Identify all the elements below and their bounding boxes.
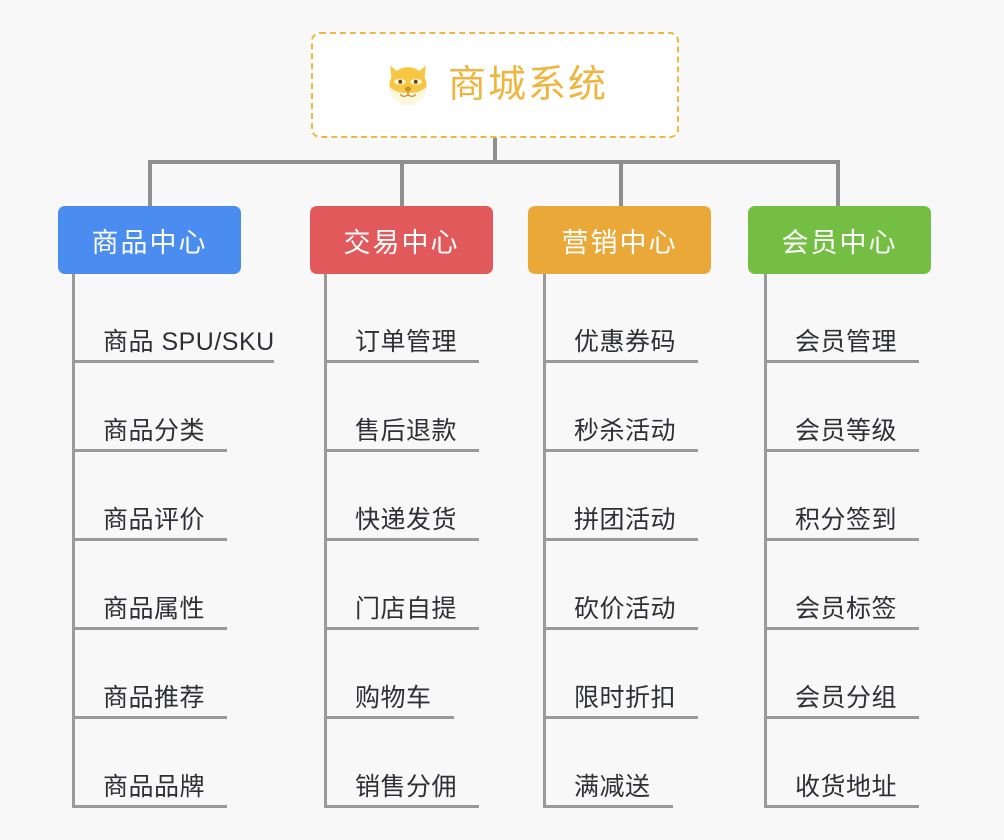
root-node-商城系统[interactable]: 商城系统 (311, 32, 679, 138)
leaf-label: 快递发货 (355, 505, 458, 534)
branch-drop-line-4 (836, 160, 840, 208)
category-box-会员中心[interactable]: 会员中心 (748, 206, 931, 274)
leaf-label: 商品推荐 (103, 683, 206, 712)
leaf-item[interactable]: 购物车 (324, 630, 454, 719)
category-label: 交易中心 (343, 227, 460, 258)
category-label: 商品中心 (91, 227, 208, 258)
leaf-label: 销售分佣 (355, 772, 458, 801)
leaf-item[interactable]: 积分签到 (764, 452, 919, 541)
leaf-label: 优惠券码 (574, 327, 677, 356)
branch-drop-line-1 (148, 160, 152, 208)
column-rail-line (72, 274, 75, 808)
leaf-item[interactable]: 会员标签 (764, 541, 919, 630)
leaf-label: 订单管理 (355, 327, 458, 356)
leaf-label: 购物车 (355, 683, 432, 712)
leaf-item[interactable]: 快递发货 (324, 452, 479, 541)
shiba-dog-icon (382, 59, 434, 111)
leaf-item[interactable]: 秒杀活动 (543, 363, 698, 452)
leaf-item[interactable]: 商品属性 (72, 541, 227, 630)
category-label: 营销中心 (561, 227, 678, 258)
leaf-label: 商品评价 (103, 505, 206, 534)
leaf-label: 商品分类 (103, 416, 206, 445)
branch-drop-line-3 (619, 160, 623, 208)
leaf-item[interactable]: 优惠券码 (543, 274, 698, 363)
leaf-label: 收货地址 (795, 772, 898, 801)
leaf-label: 会员等级 (795, 416, 898, 445)
leaf-label: 砍价活动 (574, 594, 677, 623)
category-label: 会员中心 (781, 227, 898, 258)
leaf-item[interactable]: 商品评价 (72, 452, 227, 541)
leaf-item[interactable]: 会员管理 (764, 274, 919, 363)
leaf-item[interactable]: 会员等级 (764, 363, 919, 452)
leaf-item[interactable]: 会员分组 (764, 630, 919, 719)
root-node-title: 商城系统 (447, 64, 608, 106)
leaf-item[interactable]: 订单管理 (324, 274, 479, 363)
column-rail-line (324, 274, 327, 808)
trunk-line (148, 160, 840, 164)
leaf-item[interactable]: 商品分类 (72, 363, 227, 452)
leaf-item[interactable]: 拼团活动 (543, 452, 698, 541)
leaf-label: 售后退款 (355, 416, 458, 445)
leaf-item[interactable]: 门店自提 (324, 541, 479, 630)
leaf-label: 满减送 (574, 772, 651, 801)
leaf-item[interactable]: 满减送 (543, 719, 673, 808)
category-box-商品中心[interactable]: 商品中心 (58, 206, 241, 274)
leaf-item[interactable]: 销售分佣 (324, 719, 479, 808)
leaf-label: 门店自提 (355, 594, 458, 623)
leaf-label: 限时折扣 (574, 683, 677, 712)
leaf-label: 会员分组 (795, 683, 898, 712)
category-box-交易中心[interactable]: 交易中心 (310, 206, 493, 274)
leaf-label: 商品属性 (103, 594, 206, 623)
leaf-label: 会员标签 (795, 594, 898, 623)
column-rail-line (764, 274, 767, 808)
leaf-item[interactable]: 收货地址 (764, 719, 919, 808)
leaf-label: 商品 SPU/SKU (103, 327, 275, 356)
column-rail-line (543, 274, 546, 808)
leaf-label: 积分签到 (795, 505, 898, 534)
leaf-item[interactable]: 限时折扣 (543, 630, 698, 719)
leaf-item[interactable]: 售后退款 (324, 363, 479, 452)
leaf-label: 商品品牌 (103, 772, 206, 801)
category-box-营销中心[interactable]: 营销中心 (528, 206, 711, 274)
leaf-item[interactable]: 商品品牌 (72, 719, 227, 808)
leaf-label: 拼团活动 (574, 505, 677, 534)
leaf-label: 会员管理 (795, 327, 898, 356)
leaf-item[interactable]: 砍价活动 (543, 541, 698, 630)
branch-drop-line-2 (400, 160, 404, 208)
root-stem-line (493, 138, 497, 164)
leaf-item[interactable]: 商品 SPU/SKU (72, 274, 274, 363)
leaf-label: 秒杀活动 (574, 416, 677, 445)
leaf-item[interactable]: 商品推荐 (72, 630, 227, 719)
